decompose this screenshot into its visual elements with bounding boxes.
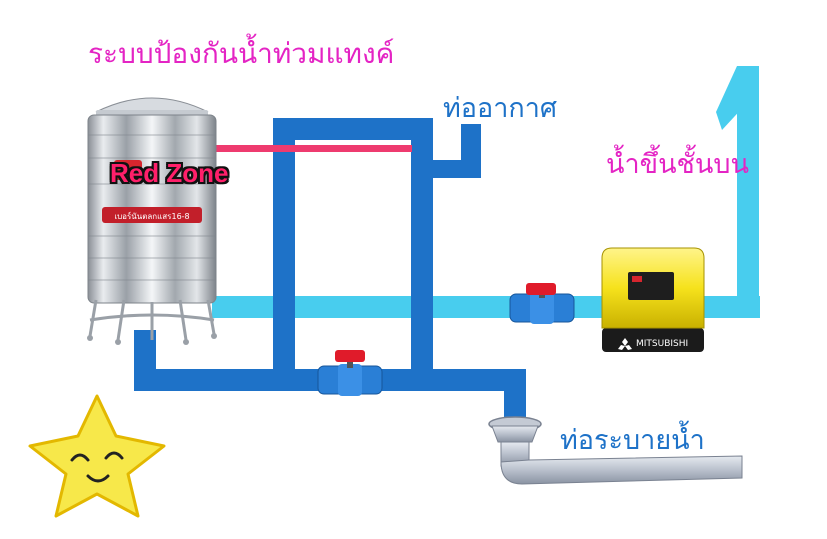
air-pipe-label: ท่ออากาศ: [443, 93, 558, 124]
tank-plate-text: เบอร์นันตลกแสร16-8: [114, 211, 189, 221]
cyan-pipe-riser: [737, 66, 759, 318]
upper-floor-label: น้ำขึ้นชั้นบน: [606, 149, 749, 180]
star-mascot-icon: [28, 394, 166, 518]
red-zone-line: [88, 145, 412, 152]
pump-brand-text: MITSUBISHI: [636, 339, 688, 349]
cyan-pipe-top-slant: [716, 66, 759, 130]
drain-fitting: [488, 416, 743, 485]
mitsubishi-logo-icon: [618, 338, 632, 350]
water-tank: เบอร์นันตลกแสร16-8: [87, 97, 217, 345]
blue-pipe-top-run: [273, 118, 433, 140]
diagram-title: ระบบป้องกันน้ำท่วมแทงค์: [88, 37, 395, 70]
tank-stand: [88, 299, 216, 341]
blue-pipe-right-riser: [411, 118, 433, 391]
blue-pipe-left-riser: [273, 118, 295, 391]
air-pipe-vertical: [461, 124, 481, 178]
tank-plate: [102, 207, 202, 223]
valve-bypass: [317, 350, 383, 396]
red-zone-label: Red Zone: [110, 158, 229, 188]
tank-brand-badge: [114, 160, 142, 180]
drain-pipe-label: ท่อระบายน้ำ: [560, 425, 705, 456]
blue-pipe-drain-drop: [504, 369, 526, 421]
water-pump: MITSUBISHI: [601, 247, 705, 352]
valve-supply: [509, 283, 575, 324]
